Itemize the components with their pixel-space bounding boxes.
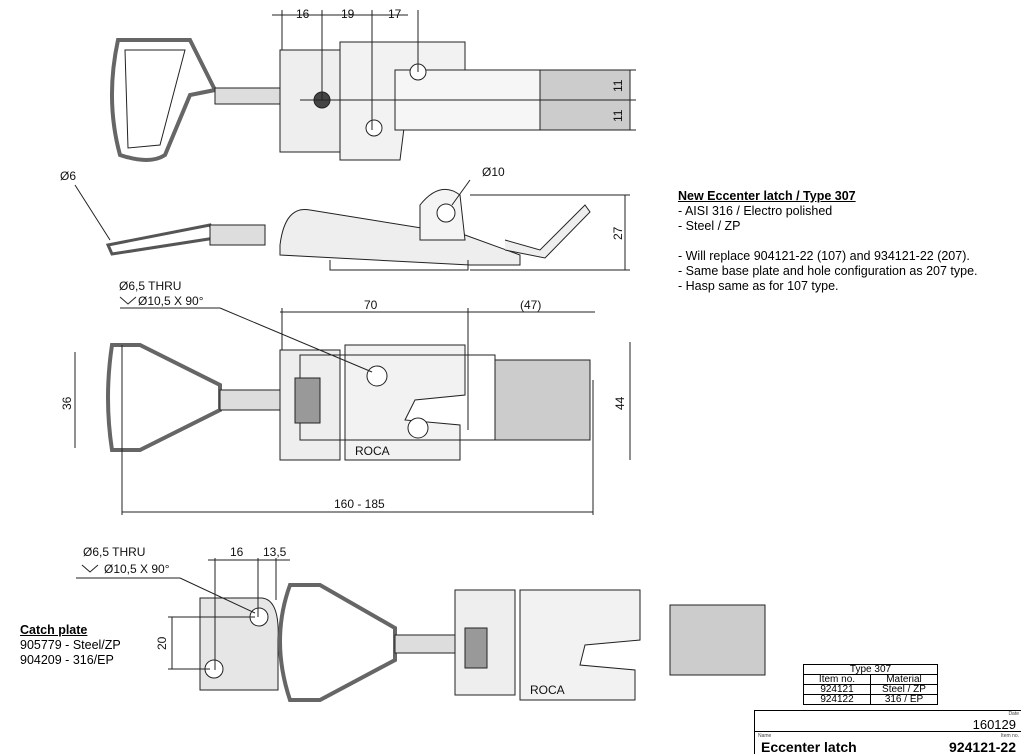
catch-plate-title: Catch plate bbox=[20, 623, 88, 637]
catch-plate-line: 904209 - 316/EP bbox=[20, 653, 114, 667]
note-line: - Same base plate and hole configuration… bbox=[678, 264, 978, 278]
cell: 316 / EP bbox=[870, 694, 938, 705]
roca-logo-2: ROCA bbox=[530, 683, 565, 697]
dim-44: 44 bbox=[613, 396, 627, 410]
product-notes: New Eccenter latch / Type 307 - AISI 316… bbox=[678, 189, 978, 294]
roca-logo: ROCA bbox=[355, 444, 390, 458]
hole-note-2b: Ø10,5 X 90° bbox=[104, 562, 170, 576]
drawing-name: Eccenter latch bbox=[761, 739, 857, 755]
dim-d10: Ø10 bbox=[482, 165, 505, 179]
item-label: Item no. bbox=[1000, 733, 1019, 739]
dim-11b: 11 bbox=[611, 109, 625, 122]
dim-27: 27 bbox=[611, 226, 625, 240]
dim-16b: 16 bbox=[230, 545, 244, 559]
date-label: Date bbox=[1008, 711, 1019, 717]
dim-36: 36 bbox=[60, 396, 74, 410]
date-row: Date 160129 bbox=[755, 711, 1021, 732]
dim-19: 19 bbox=[341, 7, 355, 21]
catch-plate-line: 905779 - Steel/ZP bbox=[20, 638, 121, 652]
dim-20: 20 bbox=[155, 636, 169, 650]
dim-17: 17 bbox=[388, 7, 402, 21]
hole-note-2: Ø10,5 X 90° bbox=[138, 294, 204, 308]
notes-title: New Eccenter latch / Type 307 bbox=[678, 189, 856, 203]
dim-47: (47) bbox=[520, 298, 541, 312]
note-line: - AISI 316 / Electro polished bbox=[678, 204, 833, 218]
dim-13-5: 13,5 bbox=[263, 545, 287, 559]
assembly-view: ROCA Ø6,5 THRU Ø10,5 X 90° 16 13,5 20 bbox=[76, 545, 766, 702]
cell: Steel / ZP bbox=[870, 684, 938, 695]
header-material: Material bbox=[870, 674, 938, 685]
note-line: - Steel / ZP bbox=[678, 219, 741, 233]
cell: 924122 bbox=[803, 694, 871, 705]
plan-view: ROCA Ø6,5 THRU Ø10,5 X 90° 70 (47) 36 44… bbox=[60, 279, 631, 515]
top-view: 16 19 17 11 11 bbox=[109, 7, 636, 162]
hole-note-1: Ø6,5 THRU bbox=[119, 279, 181, 293]
cell: 924121 bbox=[803, 684, 871, 695]
date: 160129 bbox=[972, 717, 1016, 732]
catch-plate-notes: Catch plate 905779 - Steel/ZP 904209 - 3… bbox=[20, 623, 121, 668]
dim-11a: 11 bbox=[611, 79, 625, 92]
header-item-no: Item no. bbox=[803, 674, 871, 685]
note-line: - Hasp same as for 107 type. bbox=[678, 279, 839, 293]
side-view: Ø6 Ø10 27 bbox=[60, 165, 630, 271]
dim-16: 16 bbox=[296, 7, 310, 21]
title-block: Date 160129 Name Item no. Eccenter latch… bbox=[754, 710, 1021, 754]
hole-note-1b: Ø6,5 THRU bbox=[83, 545, 145, 559]
name-label: Name bbox=[758, 733, 772, 739]
dim-d6: Ø6 bbox=[60, 169, 76, 183]
type-table-title: Type 307 bbox=[803, 664, 938, 675]
dim-160-185: 160 - 185 bbox=[334, 497, 385, 511]
note-line: - Will replace 904121-22 (107) and 93412… bbox=[678, 249, 970, 263]
dim-70: 70 bbox=[364, 298, 378, 312]
item-number: 924121-22 bbox=[949, 739, 1016, 755]
